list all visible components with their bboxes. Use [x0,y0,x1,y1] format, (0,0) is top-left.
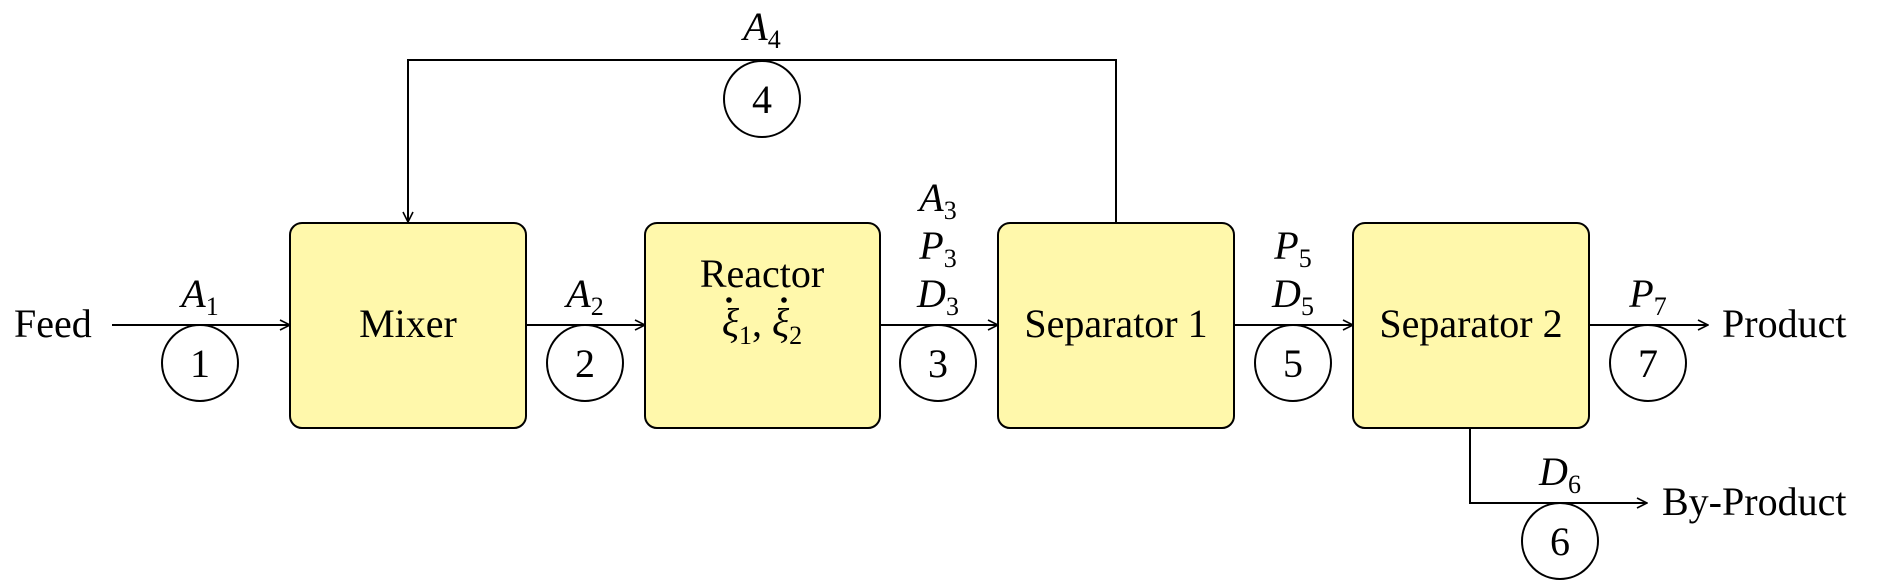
separator-2-label: Separator 2 [1379,301,1562,346]
stream-3-label-0: A3 [916,175,956,225]
mixer-label: Mixer [359,301,457,346]
stream-5-label-0: P5 [1273,223,1311,273]
reactor-label: Reactor [700,251,824,296]
by-product-label: By-Product [1662,479,1846,524]
mixer-unit: Mixer [289,222,527,429]
stream-4-badge: 4 [723,60,801,138]
stream-5-number: 5 [1283,341,1303,386]
stream-7-number: 7 [1638,341,1658,386]
stream-6-line [1469,428,1647,503]
reactor-extents-label: ξ1, ξ2 [722,300,802,350]
reactor-xi2-dot [781,297,787,303]
stream-1-label-0: A1 [178,271,218,321]
stream-5-label-1: D5 [1271,271,1314,321]
stream-3-badge: 3 [899,324,977,402]
reactor-sep: , [752,300,772,345]
stream-1-badge: 1 [161,324,239,402]
stream-3-label-1: P3 [918,223,956,273]
stream-3-label-2: D3 [916,271,959,321]
reactor-xi2-sub: 2 [789,321,802,350]
stream-4-number: 4 [752,77,772,122]
reactor-unit: Reactor ξ1, ξ2 [644,222,881,429]
separator-2-unit: Separator 2 [1352,222,1590,429]
stream-5-badge: 5 [1254,324,1332,402]
stream-2-label-0: A2 [563,271,603,321]
separator-1-unit: Separator 1 [997,222,1235,429]
reactor-xi1-sub: 1 [739,321,752,350]
stream-2-badge: 2 [546,324,624,402]
stream-7-label-0: P7 [1628,271,1666,321]
stream-1-number: 1 [190,341,210,386]
reactor-xi2: ξ [772,300,790,345]
stream-6-number: 6 [1550,519,1570,564]
separator-1-label: Separator 1 [1024,301,1207,346]
product-label: Product [1722,301,1846,346]
stream-3-number: 3 [928,341,948,386]
stream-4-label-0: A4 [740,4,780,54]
stream-6-label-0: D6 [1538,449,1581,499]
reactor-xi1: ξ [722,300,740,345]
stream-2-number: 2 [575,341,595,386]
feed-label: Feed [14,301,92,346]
stream-6-badge: 6 [1521,502,1599,580]
reactor-xi1-dot [726,297,732,303]
stream-7-badge: 7 [1609,324,1687,402]
